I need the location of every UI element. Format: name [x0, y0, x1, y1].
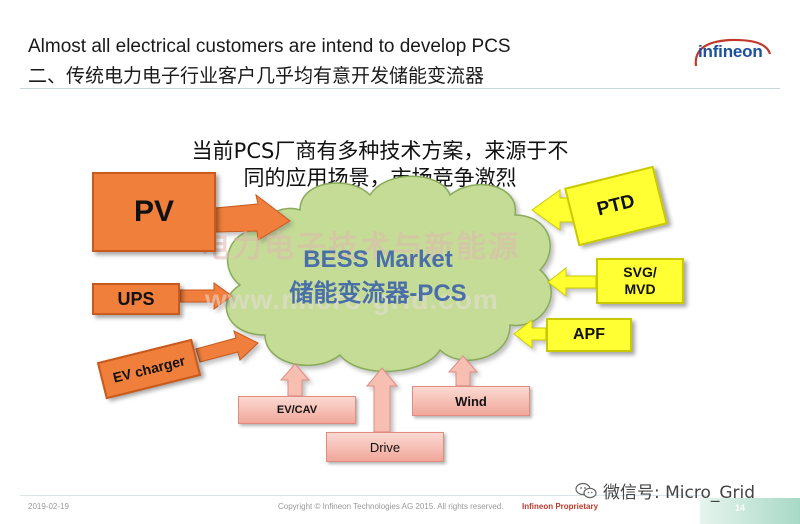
wechat-icon: [575, 482, 597, 498]
bess-market-label: BESS Market 储能变流器-PCS: [260, 243, 496, 311]
wind-box: Wind: [412, 386, 530, 416]
footer-divider: [20, 495, 710, 496]
pv-box: PV: [92, 172, 216, 252]
header-divider: [20, 88, 780, 89]
slide-title-english: Almost all electrical customers are inte…: [28, 36, 511, 57]
drive-box: Drive: [326, 432, 444, 462]
footer-copyright: Copyright © Infineon Technologies AG 201…: [278, 502, 504, 511]
footer-proprietary: Infineon Proprietary: [522, 502, 599, 511]
wechat-id: 微信号: Micro_Grid: [603, 483, 756, 503]
watermark-url: www.micro-grid.com: [205, 284, 499, 315]
pv-arrow: [214, 193, 291, 241]
wind-arrow: [447, 355, 479, 387]
logo-swoosh-icon: [694, 38, 772, 67]
ev-cav-arrow: [279, 363, 311, 397]
page-number: 14: [735, 503, 746, 513]
svg-mvd-arrow: [547, 266, 597, 298]
ups-box: UPS: [92, 283, 180, 315]
watermark-cn: 电力电子技术与新能源: [200, 230, 520, 265]
slide-title-chinese: 二、传统电力电子行业客户几乎均有意开发储能变流器: [28, 66, 485, 87]
apf-arrow: [513, 318, 547, 350]
ups-arrow: [179, 282, 233, 310]
logo-text: infineon: [698, 42, 763, 61]
footer-date: 2019-02-19: [28, 502, 69, 511]
infineon-logo: infineon: [690, 36, 774, 74]
subtitle-line-1: 当前PCS厂商有多种技术方案，来源于不: [191, 139, 569, 163]
apf-box: APF: [546, 318, 632, 352]
bess-market-cloud: [225, 175, 552, 373]
drive-arrow: [365, 367, 399, 433]
market-line-1: BESS Market: [303, 246, 453, 273]
ev-cav-box: EV/CAV: [238, 396, 356, 424]
svg-mvd-box: SVG/ MVD: [596, 258, 684, 304]
page-number-tab: [700, 498, 800, 524]
wechat-watermark: 微信号: Micro_Grid: [575, 478, 755, 503]
ev-charger-arrow: [195, 330, 259, 363]
market-line-2: 储能变流器-PCS: [289, 280, 467, 307]
